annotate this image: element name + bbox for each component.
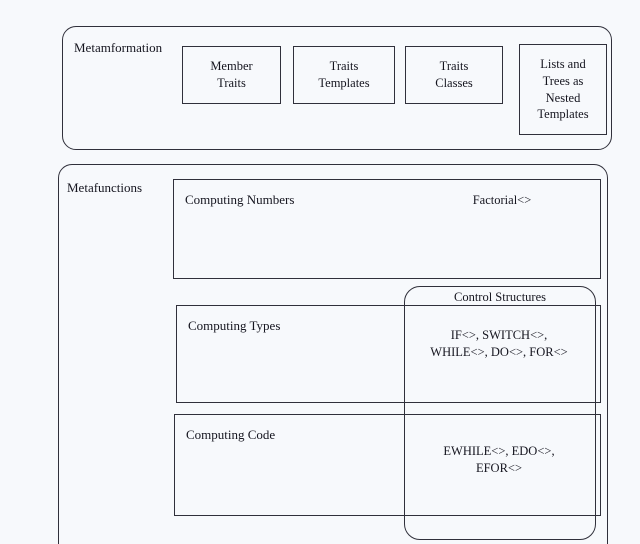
computing-code-box: Computing Code bbox=[174, 414, 601, 516]
computing-types-label: Computing Types bbox=[188, 318, 281, 333]
computing-code-content: EWHILE<>, EDO<>, EFOR<> bbox=[443, 444, 555, 475]
traits-templates-box: Traits Templates bbox=[293, 46, 395, 104]
member-traits-box: Member Traits bbox=[182, 46, 281, 104]
metainformation-title: Metamformation bbox=[74, 40, 163, 55]
control-structures-title: Control Structures bbox=[453, 290, 546, 304]
member-traits-label: Member Traits bbox=[210, 59, 253, 90]
computing-code-label: Computing Code bbox=[186, 427, 276, 442]
traits-classes-label: Traits Classes bbox=[435, 59, 473, 90]
computing-types-box: Computing Types bbox=[176, 305, 601, 403]
computing-numbers-box: Computing Numbers Factorial<> bbox=[173, 179, 601, 279]
metainformation-group: Metamformation Member Traits Traits Temp… bbox=[62, 26, 612, 150]
traits-classes-box: Traits Classes bbox=[405, 46, 503, 104]
computing-numbers-content: Factorial<> bbox=[472, 193, 532, 207]
lists-trees-nested-templates-box: Lists and Trees as Nested Templates bbox=[519, 44, 607, 135]
lists-trees-nested-templates-label: Lists and Trees as Nested Templates bbox=[537, 56, 589, 122]
control-structures-overlay: Control Structures bbox=[404, 286, 596, 540]
computing-types-content: IF<>, SWITCH<>, WHILE<>, DO<>, FOR<> bbox=[430, 328, 568, 359]
metafunctions-title: Metafunctions bbox=[67, 180, 143, 195]
traits-templates-label: Traits Templates bbox=[318, 59, 370, 90]
computing-numbers-label: Computing Numbers bbox=[185, 192, 295, 207]
metafunctions-group: Metafunctions Computing Numbers Factoria… bbox=[58, 164, 608, 544]
